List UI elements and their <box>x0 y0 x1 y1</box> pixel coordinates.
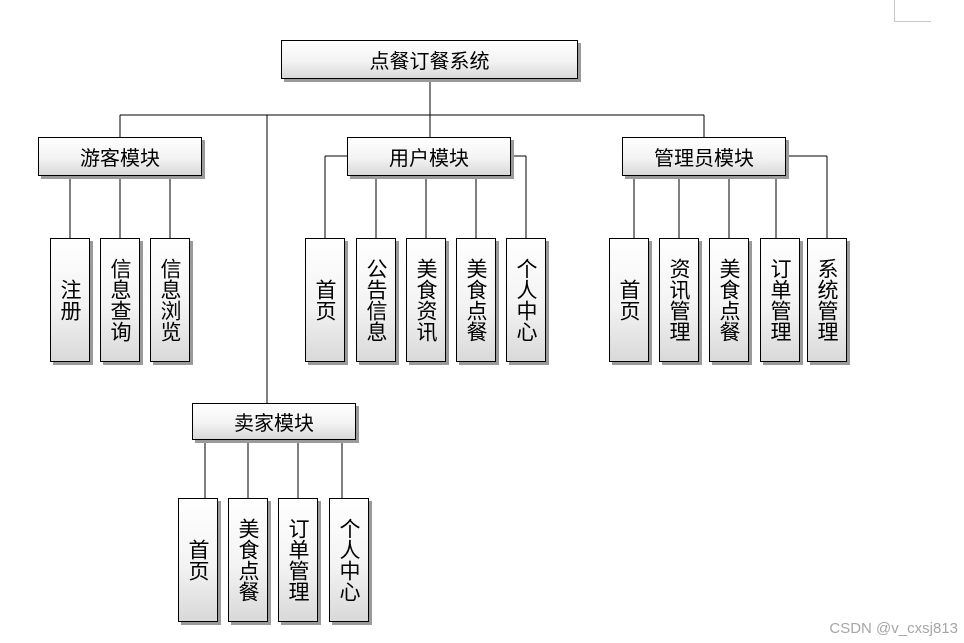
admin-item-system-management: 系统管理 <box>807 238 847 362</box>
admin-item-food-ordering: 美食点餐 <box>709 238 749 362</box>
admin-item-news-management: 资讯管理 <box>659 238 699 362</box>
window-corner-mark <box>894 0 931 22</box>
seller-module-node: 卖家模块 <box>192 403 356 440</box>
user-module-node: 用户模块 <box>347 137 511 176</box>
visitor-item-info-browse: 信息浏览 <box>150 238 190 362</box>
watermark-text: CSDN @v_cxsj813 <box>829 620 958 637</box>
admin-item-order-management: 订单管理 <box>760 238 800 362</box>
visitor-module-node: 游客模块 <box>38 137 202 176</box>
user-item-announcements: 公告信息 <box>356 238 396 362</box>
visitor-item-info-query: 信息查询 <box>100 238 140 362</box>
visitor-item-register: 注册 <box>50 238 90 362</box>
root-node: 点餐订餐系统 <box>281 40 578 79</box>
user-item-food-news: 美食资讯 <box>406 238 446 362</box>
user-item-home: 首页 <box>305 238 345 362</box>
admin-item-home: 首页 <box>609 238 649 362</box>
seller-item-personal-center: 个人中心 <box>329 498 369 622</box>
admin-module-node: 管理员模块 <box>622 137 786 176</box>
seller-item-order-management: 订单管理 <box>278 498 318 622</box>
seller-item-food-ordering: 美食点餐 <box>228 498 268 622</box>
seller-item-home: 首页 <box>178 498 218 622</box>
user-item-personal-center: 个人中心 <box>506 238 546 362</box>
user-item-food-ordering: 美食点餐 <box>456 238 496 362</box>
